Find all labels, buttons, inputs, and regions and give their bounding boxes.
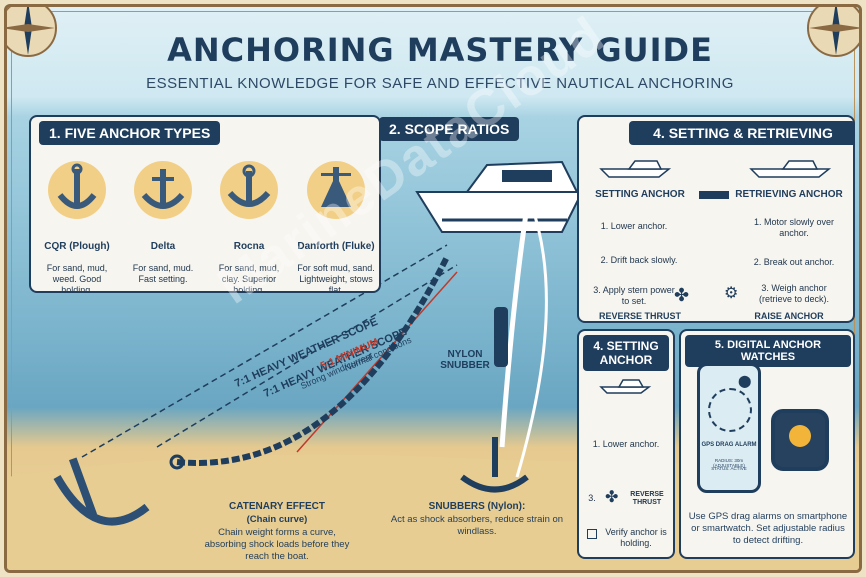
propeller-icon: ✤: [605, 489, 619, 506]
delta-anchor-icon: [134, 161, 192, 219]
anchor-type-card: Delta For sand, mud. Fast setting.: [123, 157, 203, 287]
deployed-anchor-icon: [460, 437, 529, 493]
heading-line: ANCHOR: [599, 353, 653, 367]
setting-retrieving-panel: 4. SETTING & RETRIEVING SETTING ANCHOR R…: [577, 115, 855, 323]
verify-step: Verify anchor is holding.: [605, 527, 667, 548]
step-number: 3.: [588, 493, 596, 503]
small-boat-icon: [599, 160, 672, 178]
anchor-type-name: Danforth (Fluke): [297, 241, 375, 252]
anchor-type-desc: For sand, mud, weed. Good holding.: [46, 263, 108, 293]
retrieving-step: 1. Motor slowly over anchor.: [753, 217, 835, 238]
catenary-subtitle: (Chain curve): [246, 514, 308, 525]
digital-description: Use GPS drag alarms on smartphone or sma…: [688, 511, 848, 546]
smartwatch: [771, 409, 829, 471]
heading-line: 4. SETTING: [593, 339, 659, 353]
location-pin-icon: ⬤: [738, 374, 752, 388]
anchor-type-desc: For sand, mud. Fast setting.: [132, 263, 194, 284]
smartphone: ⬤ GPS DRAG ALARM RADIUS: 30m (ADJUSTABLE…: [697, 363, 761, 493]
phone-radius-text: RADIUS: 30m (ADJUSTABLE): [713, 458, 745, 468]
bell-icon: [789, 425, 811, 447]
compass-rose-icon: [7, 7, 57, 57]
page-title: ANCHORING MASTERY GUIDE: [167, 31, 713, 69]
compass-rose-icon: [807, 7, 859, 57]
windlass-icon: ⚙: [724, 285, 739, 302]
small-boat-icon: [599, 379, 652, 394]
reverse-thrust-label: REVERSE THRUST: [598, 311, 681, 321]
setting-retrieving-heading: 4. SETTING & RETRIEVING: [629, 121, 853, 145]
catenary-title: CATENARY EFFECT: [229, 501, 325, 512]
retrieving-step: 3. Weigh anchor (retrieve to deck).: [758, 283, 830, 304]
setting-step: 1. Lower anchor.: [592, 439, 660, 449]
retrieving-step: 2. Break out anchor.: [753, 257, 835, 267]
setting-anchor-title: SETTING ANCHOR: [595, 189, 685, 200]
setting-anchor-panel: 4. SETTING ANCHOR 1. Lower anchor. 3. RE…: [577, 329, 675, 559]
phone-status-text: STATUS: ACTIVE: [711, 466, 747, 471]
flow-arrow-icon: [699, 191, 729, 199]
rocna-anchor-icon: [220, 161, 278, 219]
propeller-icon: ✤: [674, 285, 690, 305]
setting-anchor-heading: 4. SETTING ANCHOR: [583, 335, 669, 371]
digital-anchor-watch-panel: 5. DIGITAL ANCHOR WATCHES ⬤ GPS DRAG ALA…: [679, 329, 855, 559]
anchor-type-name: CQR (Plough): [44, 241, 110, 252]
scope-ratios-heading: 2. SCOPE RATIOS: [379, 117, 520, 141]
phone-alarm-title: GPS DRAG ALARM: [701, 442, 757, 448]
anchor-type-card: CQR (Plough) For sand, mud, weed. Good h…: [37, 157, 117, 291]
anchor-type-desc: For sand, mud, clay. Superior holding.: [218, 263, 280, 293]
nylon-snubber-label: NYLON SNUBBER: [440, 349, 490, 371]
anchor-types-panel: 1. FIVE ANCHOR TYPES CQR (Plough) For sa…: [29, 115, 381, 293]
snubbers-title: SNUBBERS (Nylon):: [428, 501, 526, 512]
cqr-anchor-icon: [48, 161, 106, 219]
motor-yacht-icon: [415, 160, 584, 233]
setting-step: 3. Apply stern power to set.: [593, 285, 675, 306]
danforth-anchor-icon: [307, 161, 365, 219]
anchor-type-name: Delta: [150, 241, 176, 252]
raise-anchor-label: RAISE ANCHOR: [754, 311, 824, 321]
catenary-description: Chain weight forms a curve, absorbing sh…: [204, 527, 350, 562]
seabed-anchor-icon: [53, 454, 185, 526]
drag-radius-circle: [708, 388, 752, 432]
anchor-type-name: Rocna: [233, 241, 265, 252]
checkbox-icon: [587, 529, 597, 539]
setting-step: 2. Drift back slowly.: [600, 255, 678, 265]
small-boat-icon: [749, 160, 832, 178]
poster-frame: ANCHORING MASTERY GUIDE ESSENTIAL KNOWLE…: [4, 4, 862, 573]
page-subtitle: ESSENTIAL KNOWLEDGE FOR SAFE AND EFFECTI…: [146, 75, 734, 92]
snubbers-description: Act as shock absorbers, reduce strain on…: [390, 514, 564, 537]
retrieving-anchor-title: RETRIEVING ANCHOR: [735, 189, 843, 200]
anchor-type-card: Rocna For sand, mud, clay. Superior hold…: [209, 157, 289, 291]
anchor-types-heading: 1. FIVE ANCHOR TYPES: [39, 121, 221, 145]
reverse-thrust-label: REVERSE THRUST: [630, 491, 664, 506]
anchor-type-desc: For soft mud, sand. Lightweight, stows f…: [297, 263, 375, 293]
setting-step: 1. Lower anchor.: [600, 221, 668, 231]
digital-heading: 5. DIGITAL ANCHOR WATCHES: [685, 335, 851, 367]
anchor-type-card: Danforth (Fluke) For soft mud, sand. Lig…: [293, 157, 379, 291]
